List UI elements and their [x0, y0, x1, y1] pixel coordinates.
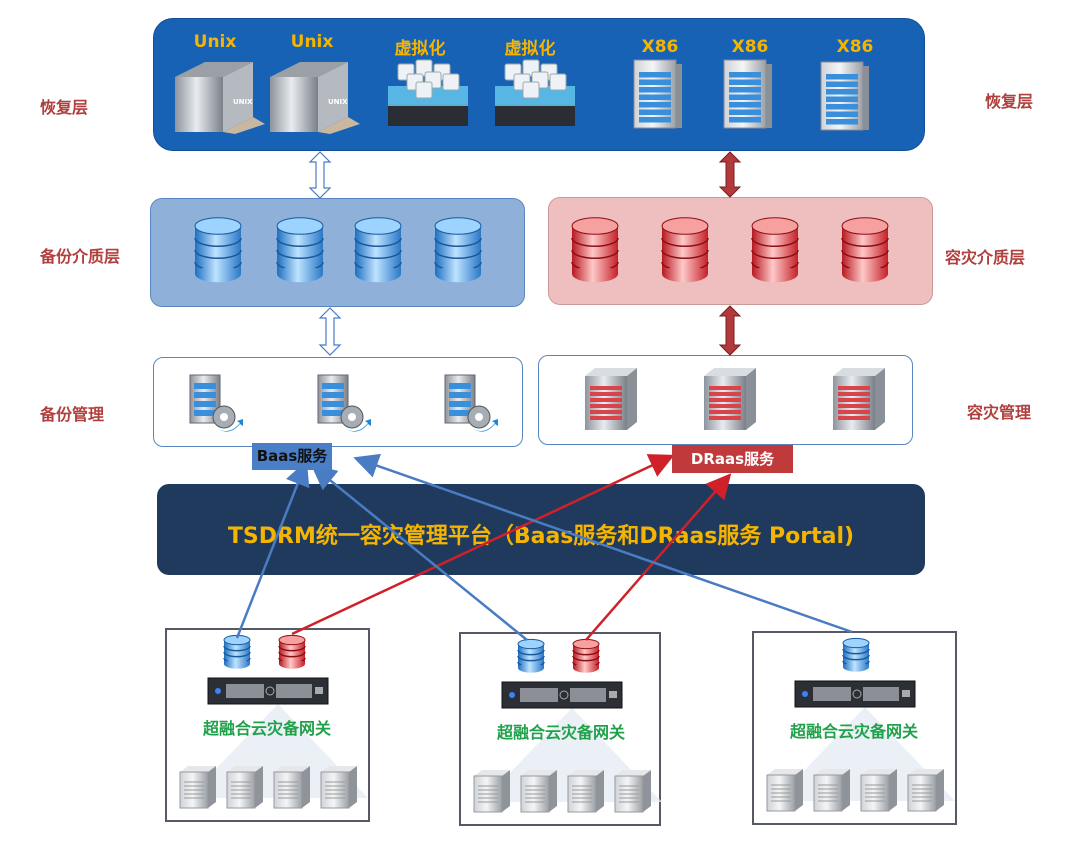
vmware-cluster-icon — [388, 59, 468, 126]
bidirectional-arrow-icon — [308, 151, 332, 199]
x86-server-icon — [633, 59, 682, 129]
layer-label-backup-media: 备份介质层 — [40, 247, 121, 266]
recovery-item-label: X86 — [731, 37, 769, 57]
host-server-icon — [860, 769, 897, 812]
gateway-box-3 — [752, 631, 957, 825]
dr-link-line — [291, 454, 675, 636]
host-server-icon — [907, 769, 944, 812]
dr-management-server-icon — [704, 368, 756, 430]
host-server-icon — [320, 766, 357, 809]
bidirectional-arrow-icon — [718, 305, 742, 356]
recovery-item-label: Unix — [290, 32, 334, 52]
host-server-icon — [473, 770, 510, 813]
backup-management-server-icon — [444, 374, 498, 432]
recovery-item-label: 虚拟化 — [504, 39, 556, 59]
platform-panel — [157, 484, 925, 575]
backup-management-server-icon — [317, 374, 371, 432]
gateway-box-2 — [459, 632, 661, 826]
host-server-icon — [766, 769, 803, 812]
backup-database-icon — [434, 217, 482, 283]
recovery-item-label: X86 — [641, 37, 679, 57]
gateway-label: 超融合云灾备网关 — [789, 722, 918, 741]
unix-server-icon: UNIX — [270, 62, 360, 134]
backup-database-icon — [276, 217, 324, 283]
recovery-item-label: X86 — [836, 37, 874, 57]
baas-service-badge: Baas服务 — [252, 443, 332, 470]
platform-title: TSDRM统一容灾管理平台（Baas服务和DRaas服务 Portal) — [227, 524, 855, 549]
dr-database-icon — [278, 634, 306, 669]
layer-label-dr-mgmt: 容灾管理 — [967, 403, 1032, 422]
unix-server-icon: UNIX — [175, 62, 265, 134]
dr-database-icon — [572, 638, 600, 673]
dr-management-server-icon — [833, 368, 885, 430]
layer-label-backup-mgmt: 备份管理 — [40, 405, 105, 424]
backup-management-server-icon — [189, 374, 243, 432]
backup-database-icon — [223, 634, 251, 669]
x86-server-icon — [820, 61, 869, 131]
gateway-box-1 — [165, 628, 370, 822]
vmware-cluster-icon — [495, 59, 575, 126]
dr-management-server-icon — [585, 368, 637, 430]
host-server-icon — [614, 770, 651, 813]
host-server-icon — [567, 770, 604, 813]
backup-link-line — [311, 464, 528, 641]
recovery-item-label: Unix — [193, 32, 237, 52]
layer-label-recovery-right: 恢复层 — [985, 92, 1034, 111]
dr-link-line — [585, 473, 732, 641]
draas-service-badge: DRaas服务 — [672, 445, 793, 473]
gateway-label: 超融合云灾备网关 — [202, 719, 331, 738]
layer-label-recovery: 恢复层 — [40, 98, 89, 117]
bidirectional-arrow-icon — [718, 151, 742, 198]
x86-server-icon — [723, 59, 772, 129]
backup-link-line — [235, 460, 310, 639]
host-server-icon — [273, 766, 310, 809]
host-server-icon — [520, 770, 557, 813]
svg-text:UNIX: UNIX — [233, 98, 253, 106]
dr-database-icon — [841, 217, 889, 283]
backup-database-icon — [842, 637, 870, 672]
layer-label-dr-media: 容灾介质层 — [945, 248, 1026, 267]
backup-database-icon — [354, 217, 402, 283]
recovery-item-label: 虚拟化 — [394, 39, 446, 59]
dr-database-icon — [571, 217, 619, 283]
backup-database-icon — [194, 217, 242, 283]
host-server-icon — [179, 766, 216, 809]
bidirectional-arrow-icon — [318, 307, 342, 356]
host-server-icon — [226, 766, 263, 809]
host-server-icon — [813, 769, 850, 812]
backup-database-icon — [517, 638, 545, 673]
gateway-label: 超融合云灾备网关 — [496, 723, 625, 742]
dr-database-icon — [661, 217, 709, 283]
svg-text:UNIX: UNIX — [328, 98, 348, 106]
backup-link-line — [353, 453, 853, 634]
dr-database-icon — [751, 217, 799, 283]
